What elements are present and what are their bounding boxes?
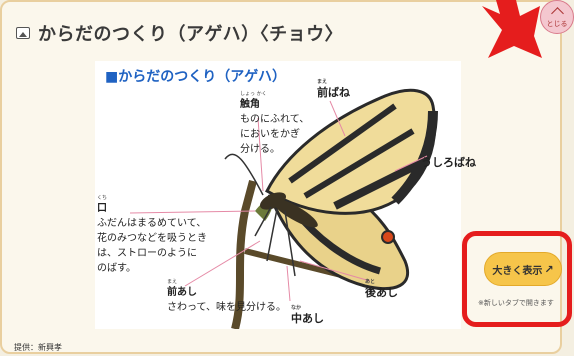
butterfly-illustration [129, 88, 438, 329]
forewing-pattern-1 [288, 103, 397, 184]
legs [254, 206, 296, 277]
branch-twig [244, 248, 346, 279]
forewing-shape [265, 88, 437, 215]
hindwing-label: うしろばね [421, 156, 476, 169]
branch [231, 179, 257, 329]
chevron-up-icon [550, 6, 564, 20]
midleg-label: なか中あし [291, 305, 324, 325]
image-icon [16, 27, 30, 39]
red-arrow-icon [482, 0, 542, 58]
arrow-up-right-icon: ↗ [544, 262, 554, 276]
mouth-label: くち 口 ふだんはまるめていて、 花のみつなどを吸うとき は、ストローのように … [97, 195, 207, 274]
forewing-label: まえ前ばね [317, 79, 350, 99]
hindwing-spot [381, 230, 395, 244]
page-title: からだのつくり（アゲハ）〈チョウ〉 [38, 24, 344, 45]
butterfly-abdomen [272, 198, 318, 228]
forewing-edge [391, 110, 438, 205]
credit-text: 提供：新興孝 [14, 343, 62, 352]
title-bar: からだのつくり（アゲハ）〈チョウ〉 [16, 20, 343, 46]
enlarge-button[interactable]: 大きく表示↗ [484, 252, 562, 286]
forewing-pattern-2 [303, 128, 415, 199]
antenna-line [224, 153, 264, 196]
leader-lines [129, 100, 428, 302]
new-tab-note: ※新しいタブで開きます [478, 299, 554, 307]
content-panel: からだのつくり（アゲハ）〈チョウ〉 ■からだのつくり（アゲハ） [0, 0, 562, 354]
forewing-pattern-3 [333, 157, 427, 210]
highlight-box [462, 231, 572, 327]
foreleg-label: まえ 前あし さわって、味を見分ける。 [167, 279, 286, 313]
antenna-label: しょっ かく 触角 ものにふれて、 においをかぎ 分ける。 [240, 91, 310, 155]
hindleg-label: あと後あし [365, 279, 398, 299]
close-button[interactable]: とじる [540, 0, 574, 34]
figure-heading: ■からだのつくり（アゲハ） [105, 69, 286, 85]
butterfly-figure: ■からだのつくり（アゲハ） [95, 61, 476, 329]
